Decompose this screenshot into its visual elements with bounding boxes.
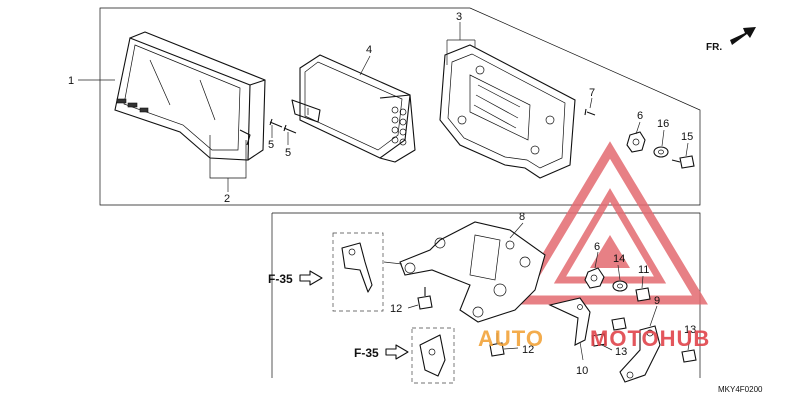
callout-13-a: 13 (615, 346, 627, 358)
callout-5a: 5 (268, 139, 274, 151)
part-bolt-12-left (417, 287, 433, 310)
meter-connector-grid (391, 106, 407, 146)
callout-10: 10 (576, 365, 588, 377)
callout-16: 16 (657, 118, 669, 130)
callout-9: 9 (654, 295, 660, 307)
callout-4: 4 (366, 44, 372, 56)
callout-15: 15 (681, 131, 693, 143)
watermark-text-right: MOTOHUB (590, 326, 710, 351)
callout-14: 14 (613, 253, 625, 265)
reference-f35-upper: F-35 (268, 272, 293, 286)
part-screw-7 (584, 108, 596, 116)
reference-f35-lower: F-35 (354, 346, 379, 360)
callout-12-bottom: 12 (522, 344, 534, 356)
part-grommet-6-lower (584, 267, 605, 289)
lower-group-frame (271, 212, 701, 378)
part-bracket-8 (399, 221, 546, 323)
part-stay-9 (619, 325, 661, 383)
callout-labels: 1 2 3 4 5 5 6 7 15 16 8 6 14 11 12 12 9 … (68, 11, 763, 394)
callout-7: 7 (589, 87, 595, 99)
callout-3: 3 (456, 11, 462, 23)
part-meter-case (439, 44, 576, 179)
part-bolt-11 (635, 287, 651, 302)
ref-arrow-upper (299, 270, 323, 286)
front-label: FR. (706, 42, 722, 53)
part-screw-13-a (611, 317, 627, 331)
part-meter-unit (291, 54, 416, 163)
watermark-logo (512, 141, 708, 305)
callout-6-upper: 6 (637, 110, 643, 122)
part-grommet-6-upper (626, 131, 646, 153)
callout-2: 2 (224, 193, 230, 205)
upper-group-frame (99, 7, 701, 206)
watermark-text: AUTO MOTOHUB (478, 326, 710, 351)
part-screws-5 (269, 118, 297, 134)
part-bolt-12-bottom (489, 333, 505, 357)
inset-bracket-upper (332, 232, 384, 312)
part-screw-13-c (591, 333, 607, 347)
callout-1: 1 (68, 75, 74, 87)
part-washer-16 (653, 146, 669, 158)
callout-8: 8 (519, 211, 525, 223)
callout-13-b: 13 (684, 324, 696, 336)
watermark-text-left: AUTO (478, 326, 544, 351)
part-bolt-15 (671, 155, 695, 169)
callout-6-lower: 6 (594, 241, 600, 253)
drawing-code: MKY4F0200 (718, 385, 763, 394)
inset-bracket-lower (411, 327, 455, 384)
part-washer-14 (612, 280, 628, 292)
part-screw-13-b (681, 349, 697, 363)
callout-5b: 5 (285, 147, 291, 159)
part-meter-visor (114, 31, 266, 161)
callout-11: 11 (638, 264, 649, 276)
front-direction-arrow (730, 27, 756, 45)
part-stay-10 (548, 297, 591, 346)
callout-12-left: 12 (390, 303, 402, 315)
leader-lines (78, 22, 691, 361)
ref-arrow-lower (385, 344, 409, 360)
